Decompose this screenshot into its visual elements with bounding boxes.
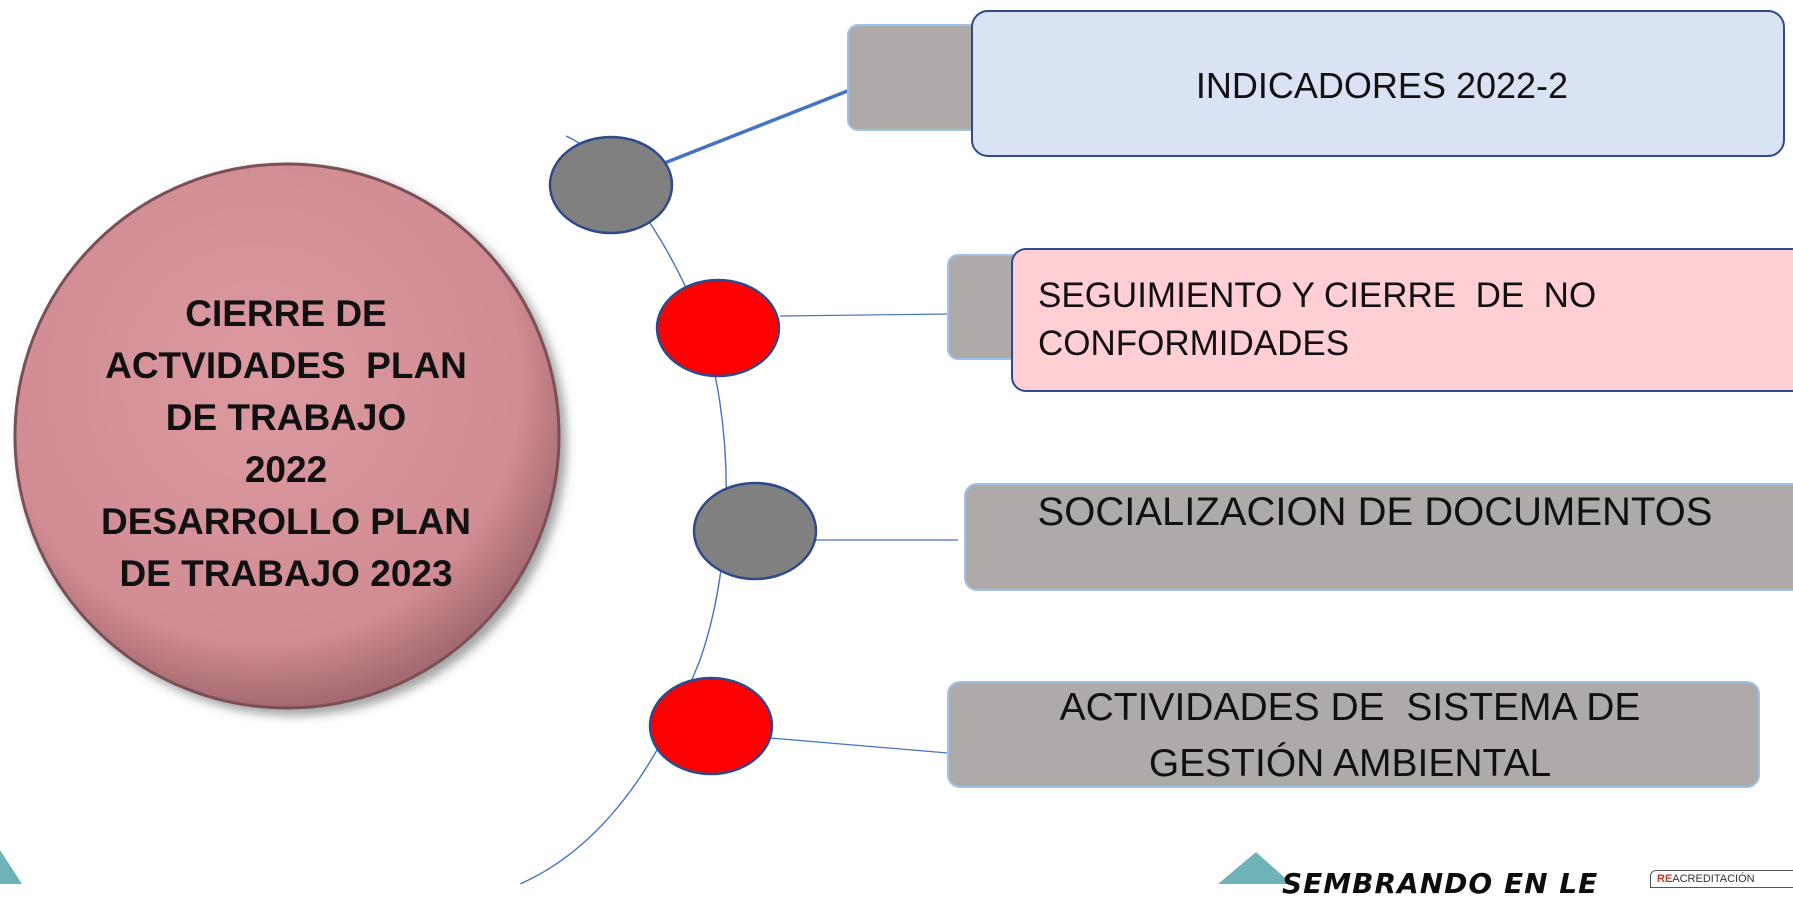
connector-1 — [661, 88, 851, 166]
connector-4 — [769, 737, 949, 754]
branch-4-box — [947, 681, 1760, 788]
center-title-line-1: CIERRE DE — [185, 293, 387, 334]
accreditation-badge: REACREDITACIÓN — [1650, 870, 1793, 888]
branch-3-label: SOCIALIZACION DE DOCUMENTOS — [1037, 490, 1713, 534]
badge-text: ACREDITACIÓN — [1672, 873, 1755, 885]
branch-2-label: SEGUIMIENTO Y CIERRE DE NO CONFORMIDADES — [1038, 272, 1738, 368]
badge-prefix: RE — [1657, 873, 1673, 885]
branch-2-label-line-1: SEGUIMIENTO Y CIERRE DE NO — [1038, 276, 1597, 315]
center-title-line-4: 2022 — [244, 449, 328, 490]
branch-1-marker — [548, 135, 674, 235]
branch-2-marker — [655, 278, 781, 378]
branch-4-label-line-1: ACTIVIDADES DE SISTEMA DE — [1059, 686, 1641, 729]
branch-2-label-line-2: CONFORMIDADES — [1038, 324, 1350, 363]
center-title: CIERRE DE ACTVIDADES PLAN DE TRABAJO 202… — [80, 288, 492, 600]
teal-corner-accent — [0, 850, 22, 884]
footer-brand-text: SEMBRANDO EN LE — [1282, 867, 1599, 900]
branch-1-tab — [847, 24, 989, 131]
branch-4-marker — [648, 676, 774, 776]
center-title-line-6: DE TRABAJO 2023 — [119, 553, 453, 594]
center-title-line-2: ACTVIDADES PLAN — [105, 345, 467, 386]
branch-1-label: INDICADORES 2022-2 — [1195, 65, 1569, 106]
center-circle — [13, 162, 561, 710]
branch-3-box — [964, 483, 1793, 591]
center-title-line-5: DESARROLLO PLAN — [101, 501, 471, 542]
branch-4-label: ACTIVIDADES DE SISTEMA DE GESTIÓN AMBIEN… — [960, 680, 1740, 792]
branch-1-box — [971, 10, 1785, 157]
connector-2 — [779, 313, 949, 317]
center-title-line-3: DE TRABAJO — [165, 397, 407, 438]
footer-logo-mark — [1218, 852, 1292, 884]
branch-2-box — [1011, 248, 1793, 392]
branch-3-marker — [692, 481, 818, 581]
branch-4-label-line-2: GESTIÓN AMBIENTAL — [1148, 742, 1552, 785]
